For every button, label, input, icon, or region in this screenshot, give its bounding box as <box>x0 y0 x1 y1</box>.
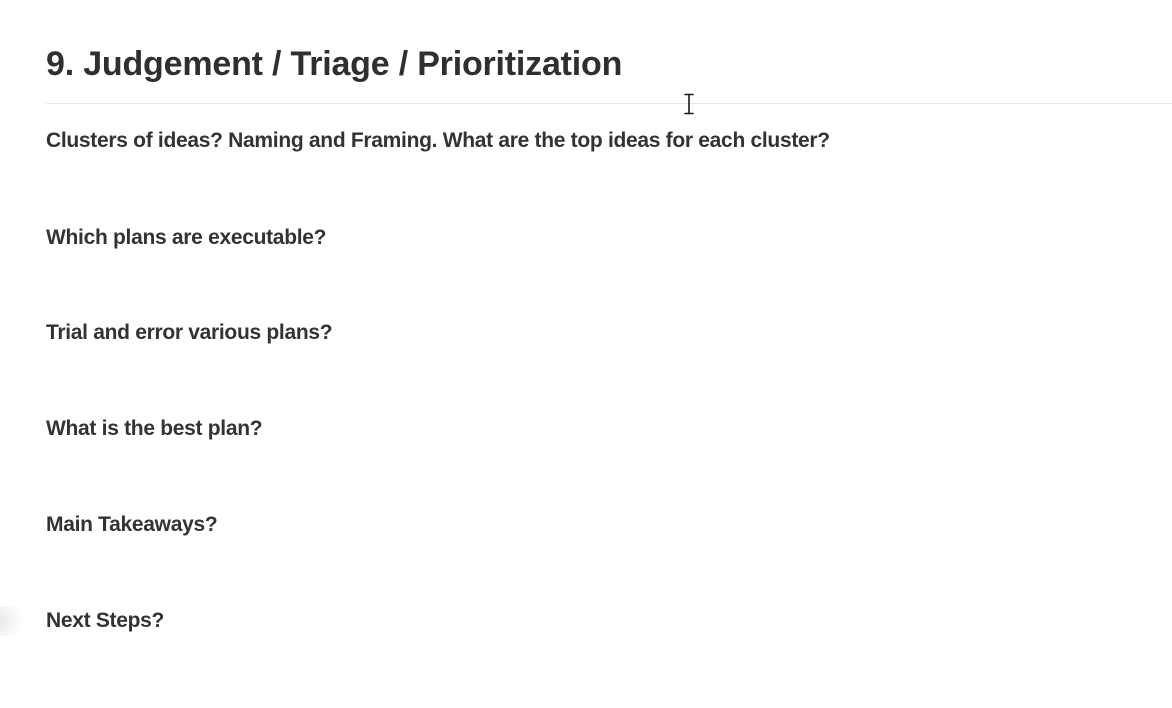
text-block-best-plan[interactable]: What is the best plan? <box>46 417 263 440</box>
text-block-executable-plans[interactable]: Which plans are executable? <box>46 226 327 249</box>
heading-divider <box>46 103 1172 104</box>
block-handle-hint <box>0 606 30 636</box>
text-cursor-icon <box>684 93 694 115</box>
text-block-trial-and-error[interactable]: Trial and error various plans? <box>46 321 333 344</box>
text-block-next-steps[interactable]: Next Steps? <box>46 609 165 632</box>
text-block-clusters[interactable]: Clusters of ideas? Naming and Framing. W… <box>46 129 830 152</box>
text-block-main-takeaways[interactable]: Main Takeaways? <box>46 513 218 536</box>
page-heading[interactable]: 9. Judgement / Triage / Prioritization <box>46 45 623 83</box>
